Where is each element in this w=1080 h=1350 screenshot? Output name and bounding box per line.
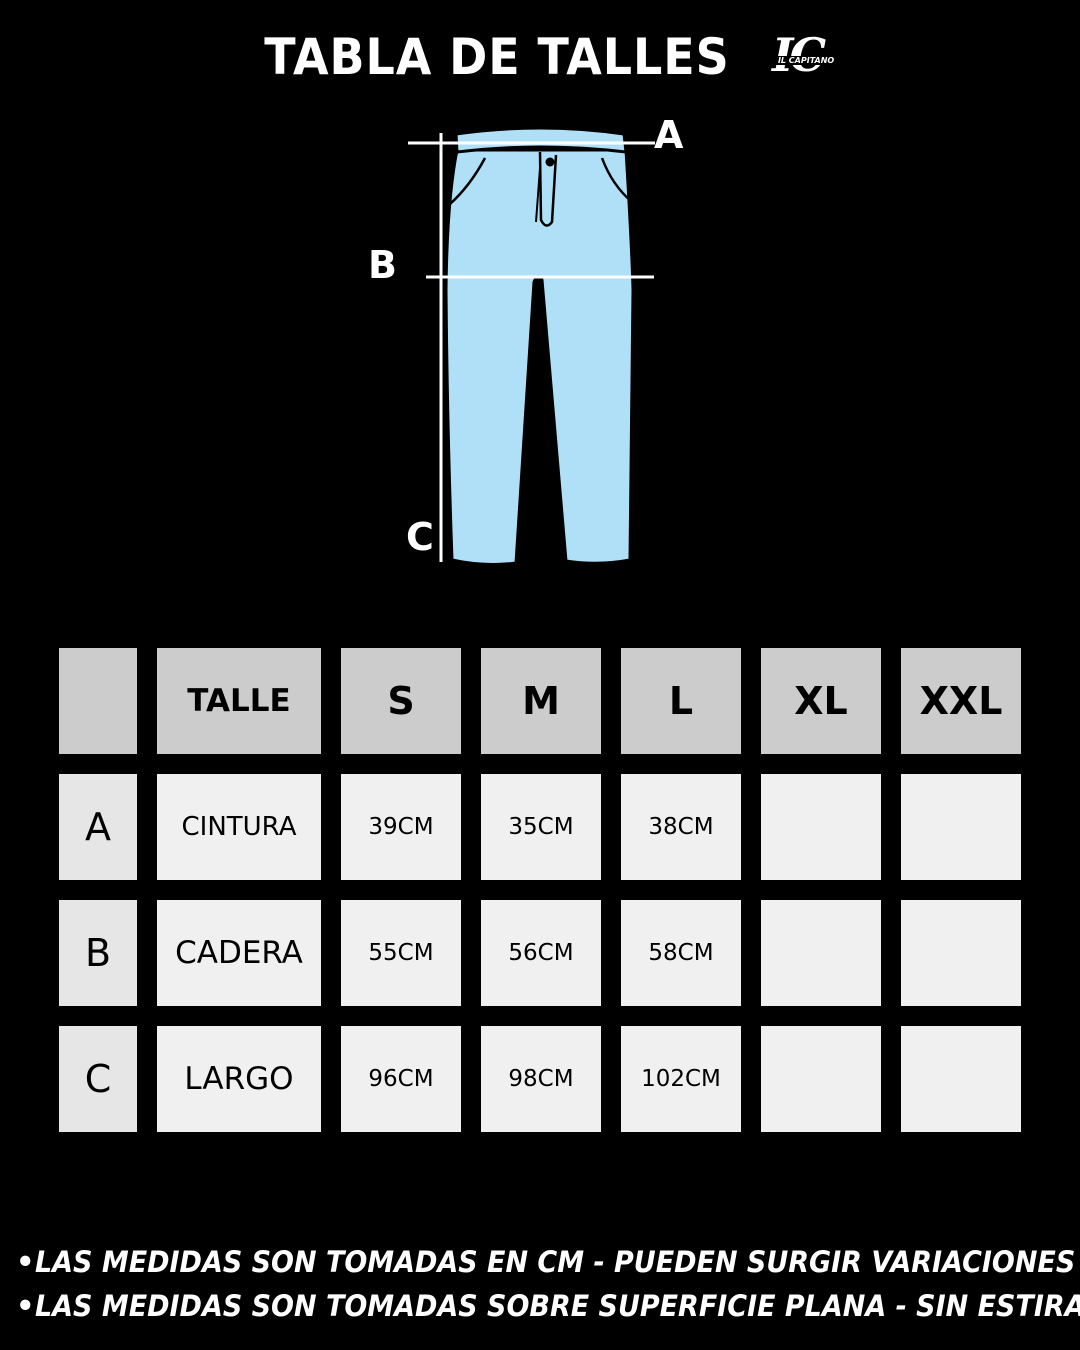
fly-seam — [538, 151, 558, 227]
button-icon — [545, 157, 555, 167]
bullet-icon: • — [16, 1245, 35, 1279]
note-text: LAS MEDIDAS SON TOMADAS EN CM - PUEDEN S… — [34, 1245, 1075, 1279]
cell-a-m: 35CM — [481, 774, 601, 880]
note-text: LAS MEDIDAS SON TOMADAS SOBRE SUPERFICIE… — [34, 1289, 1080, 1323]
note-item: • LAS MEDIDAS SON TOMADAS EN CM - PUEDEN… — [16, 1240, 1080, 1284]
cell-a-xl — [761, 774, 881, 880]
cell-b-m: 56CM — [481, 900, 601, 1006]
header-s: S — [341, 648, 461, 754]
page-title: TABLA DE TALLES — [264, 28, 730, 86]
cell-b-s: 55CM — [341, 900, 461, 1006]
row-name-cadera: CADERA — [157, 900, 321, 1006]
header-m: M — [481, 648, 601, 754]
header: TABLA DE TALLES IC IL CAPITANO — [0, 28, 1080, 86]
header-l: L — [621, 648, 741, 754]
logo-mark: IC — [771, 28, 826, 82]
right-pocket — [600, 157, 633, 203]
pants-diagram — [408, 126, 655, 566]
logo-text: IL CAPITANO — [775, 56, 837, 65]
note-item: • LAS MEDIDAS SON TOMADAS SOBRE SUPERFIC… — [16, 1284, 1080, 1328]
cell-a-s: 39CM — [341, 774, 461, 880]
cell-c-s: 96CM — [341, 1026, 461, 1132]
fly-line — [535, 167, 541, 223]
label-c: C — [406, 515, 434, 559]
row-letter-c: C — [59, 1026, 137, 1132]
brand-logo: IC IL CAPITANO — [772, 28, 837, 82]
row-letter-b: B — [59, 900, 137, 1006]
header-xxl: XXL — [901, 648, 1021, 754]
table-corner — [59, 648, 137, 754]
cell-a-xxl — [901, 774, 1021, 880]
left-pocket — [449, 157, 487, 205]
label-a: A — [654, 113, 684, 157]
cell-b-xl — [761, 900, 881, 1006]
cell-b-l: 58CM — [621, 900, 741, 1006]
cell-c-l: 102CM — [621, 1026, 741, 1132]
pants-illustration — [444, 148, 635, 566]
cell-c-m: 98CM — [481, 1026, 601, 1132]
bullet-icon: • — [16, 1289, 35, 1323]
waistband — [454, 126, 628, 154]
header-talle: TALLE — [157, 648, 321, 754]
cell-c-xxl — [901, 1026, 1021, 1132]
cell-c-xl — [761, 1026, 881, 1132]
header-xl: XL — [761, 648, 881, 754]
notes-list: • LAS MEDIDAS SON TOMADAS EN CM - PUEDEN… — [16, 1240, 1080, 1328]
label-b: B — [368, 243, 397, 287]
row-name-largo: LARGO — [157, 1026, 321, 1132]
cell-b-xxl — [901, 900, 1021, 1006]
row-name-cintura: CINTURA — [157, 774, 321, 880]
row-letter-a: A — [59, 774, 137, 880]
cell-a-l: 38CM — [621, 774, 741, 880]
